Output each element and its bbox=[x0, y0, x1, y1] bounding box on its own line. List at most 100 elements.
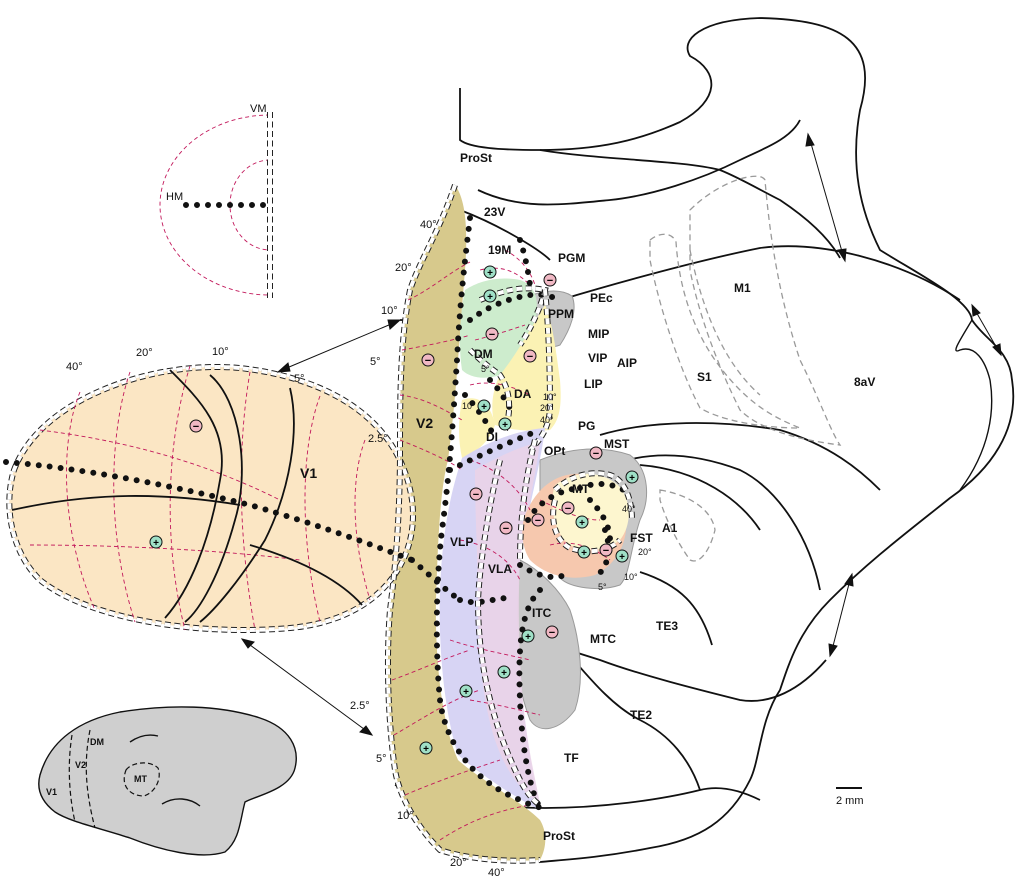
label-itc: ITC bbox=[532, 606, 552, 620]
scale-bar: 2 mm bbox=[836, 787, 864, 807]
svg-text:40°: 40° bbox=[622, 504, 636, 514]
svg-text:+: + bbox=[525, 632, 531, 643]
label-vla: VLA bbox=[488, 562, 512, 576]
label-prost-bottom: ProSt bbox=[543, 829, 575, 843]
label-pgm: PGM bbox=[558, 251, 585, 265]
vm-label: VM bbox=[250, 103, 267, 115]
svg-text:+: + bbox=[481, 402, 487, 413]
eccentricity-labels: 40° 20° 10° 5° 40° 20° 10° 5° 2.5° 2.5° … bbox=[66, 219, 652, 879]
svg-text:−: − bbox=[473, 489, 479, 501]
label-mtc: MTC bbox=[590, 632, 616, 646]
plus-marker-19m: + bbox=[483, 265, 497, 279]
minus-marker-v1: − bbox=[189, 419, 203, 433]
minus-marker-mst: − bbox=[589, 446, 603, 460]
minus-marker-v2: − bbox=[421, 353, 435, 367]
plus-marker-v2: + bbox=[419, 741, 433, 755]
label-mst: MST bbox=[604, 437, 630, 451]
hm-label: HM bbox=[166, 191, 183, 203]
label-19m: 19M bbox=[488, 243, 511, 257]
svg-text:5°: 5° bbox=[376, 753, 387, 765]
svg-text:−: − bbox=[535, 515, 541, 527]
label-tf: TF bbox=[564, 751, 579, 765]
svg-text:−: − bbox=[527, 351, 533, 363]
svg-text:+: + bbox=[629, 473, 635, 484]
label-dm: DM bbox=[474, 347, 493, 361]
svg-text:40°: 40° bbox=[420, 219, 437, 231]
svg-text:2.5°: 2.5° bbox=[350, 700, 370, 712]
svg-text:2.5°: 2.5° bbox=[368, 433, 388, 445]
receptive-field-sign-markers: + − − + + + − − − + + − − − − − + + + − … bbox=[149, 265, 639, 755]
v1-region bbox=[3, 364, 416, 633]
label-m1: M1 bbox=[734, 281, 751, 295]
label-opt: OPt bbox=[544, 444, 565, 458]
mt-region bbox=[552, 473, 629, 550]
svg-text:40°: 40° bbox=[66, 361, 83, 373]
label-a1: A1 bbox=[662, 521, 678, 535]
svg-text:+: + bbox=[619, 552, 625, 563]
svg-text:10°: 10° bbox=[462, 401, 476, 411]
label-prost-top: ProSt bbox=[460, 151, 492, 165]
inset-brain: DM V2 V1 MT bbox=[38, 706, 297, 856]
svg-text:−: − bbox=[425, 355, 431, 367]
label-mip: MIP bbox=[588, 327, 609, 341]
label-23v: 23V bbox=[484, 205, 505, 219]
svg-text:+: + bbox=[579, 518, 585, 529]
label-vlp: VLP bbox=[450, 535, 473, 549]
svg-text:+: + bbox=[487, 268, 493, 279]
da-region bbox=[492, 305, 561, 431]
plus-marker-vla-low: + bbox=[497, 665, 511, 679]
svg-text:−: − bbox=[489, 329, 495, 341]
minus-marker-vla: − bbox=[499, 521, 513, 535]
svg-text:10°: 10° bbox=[212, 346, 229, 358]
svg-text:10°: 10° bbox=[381, 305, 398, 317]
minus-marker-da: − bbox=[523, 349, 537, 363]
label-v2: V2 bbox=[416, 415, 433, 431]
area-boundary-squares bbox=[467, 285, 635, 808]
svg-text:40°: 40° bbox=[488, 867, 505, 879]
minus-marker-mtc: − bbox=[531, 513, 545, 527]
plus-marker-dm: + bbox=[477, 399, 491, 413]
svg-text:+: + bbox=[423, 744, 429, 755]
svg-text:5°: 5° bbox=[294, 373, 305, 385]
svg-text:−: − bbox=[193, 421, 199, 433]
plus-marker-itc: + bbox=[521, 629, 535, 643]
svg-text:−: − bbox=[565, 503, 571, 515]
label-8av: 8aV bbox=[854, 375, 875, 389]
label-mt: MT bbox=[572, 482, 590, 496]
svg-text:20°: 20° bbox=[638, 547, 652, 557]
inset-label-v1: V1 bbox=[46, 787, 57, 797]
label-lip: LIP bbox=[584, 377, 603, 391]
scale-bar-label: 2 mm bbox=[836, 795, 864, 807]
svg-text:20°: 20° bbox=[540, 403, 554, 413]
label-aip: AIP bbox=[617, 356, 637, 370]
svg-text:−: − bbox=[549, 627, 555, 639]
label-pg: PG bbox=[578, 419, 595, 433]
svg-text:+: + bbox=[463, 687, 469, 698]
svg-text:+: + bbox=[153, 538, 159, 549]
area-labels: V1 V2 ProSt ProSt 23V 19M PGM PEc PPM MI… bbox=[300, 151, 875, 843]
minus-marker-mt: − bbox=[561, 501, 575, 515]
label-v1: V1 bbox=[300, 465, 317, 481]
label-s1: S1 bbox=[697, 370, 712, 384]
label-fst: FST bbox=[630, 531, 653, 545]
svg-text:−: − bbox=[593, 448, 599, 460]
svg-text:10°: 10° bbox=[624, 572, 638, 582]
label-te2: TE2 bbox=[630, 708, 652, 722]
label-di: DI bbox=[486, 430, 498, 444]
plus-marker-fst-b: + bbox=[615, 549, 629, 563]
label-da: DA bbox=[514, 387, 532, 401]
inset-label-v2: V2 bbox=[75, 760, 86, 770]
minus-marker-fst: − bbox=[599, 543, 613, 557]
plus-marker-fst-a: + bbox=[577, 545, 591, 559]
svg-text:40°: 40° bbox=[540, 415, 554, 425]
svg-text:−: − bbox=[547, 275, 553, 287]
svg-text:+: + bbox=[581, 548, 587, 559]
svg-text:−: − bbox=[503, 523, 509, 535]
svg-text:20°: 20° bbox=[136, 347, 153, 359]
label-ppm: PPM bbox=[548, 307, 574, 321]
label-vip: VIP bbox=[588, 351, 607, 365]
minus-marker-pgm: − bbox=[543, 273, 557, 287]
svg-text:20°: 20° bbox=[450, 857, 467, 869]
svg-text:20°: 20° bbox=[395, 262, 412, 274]
